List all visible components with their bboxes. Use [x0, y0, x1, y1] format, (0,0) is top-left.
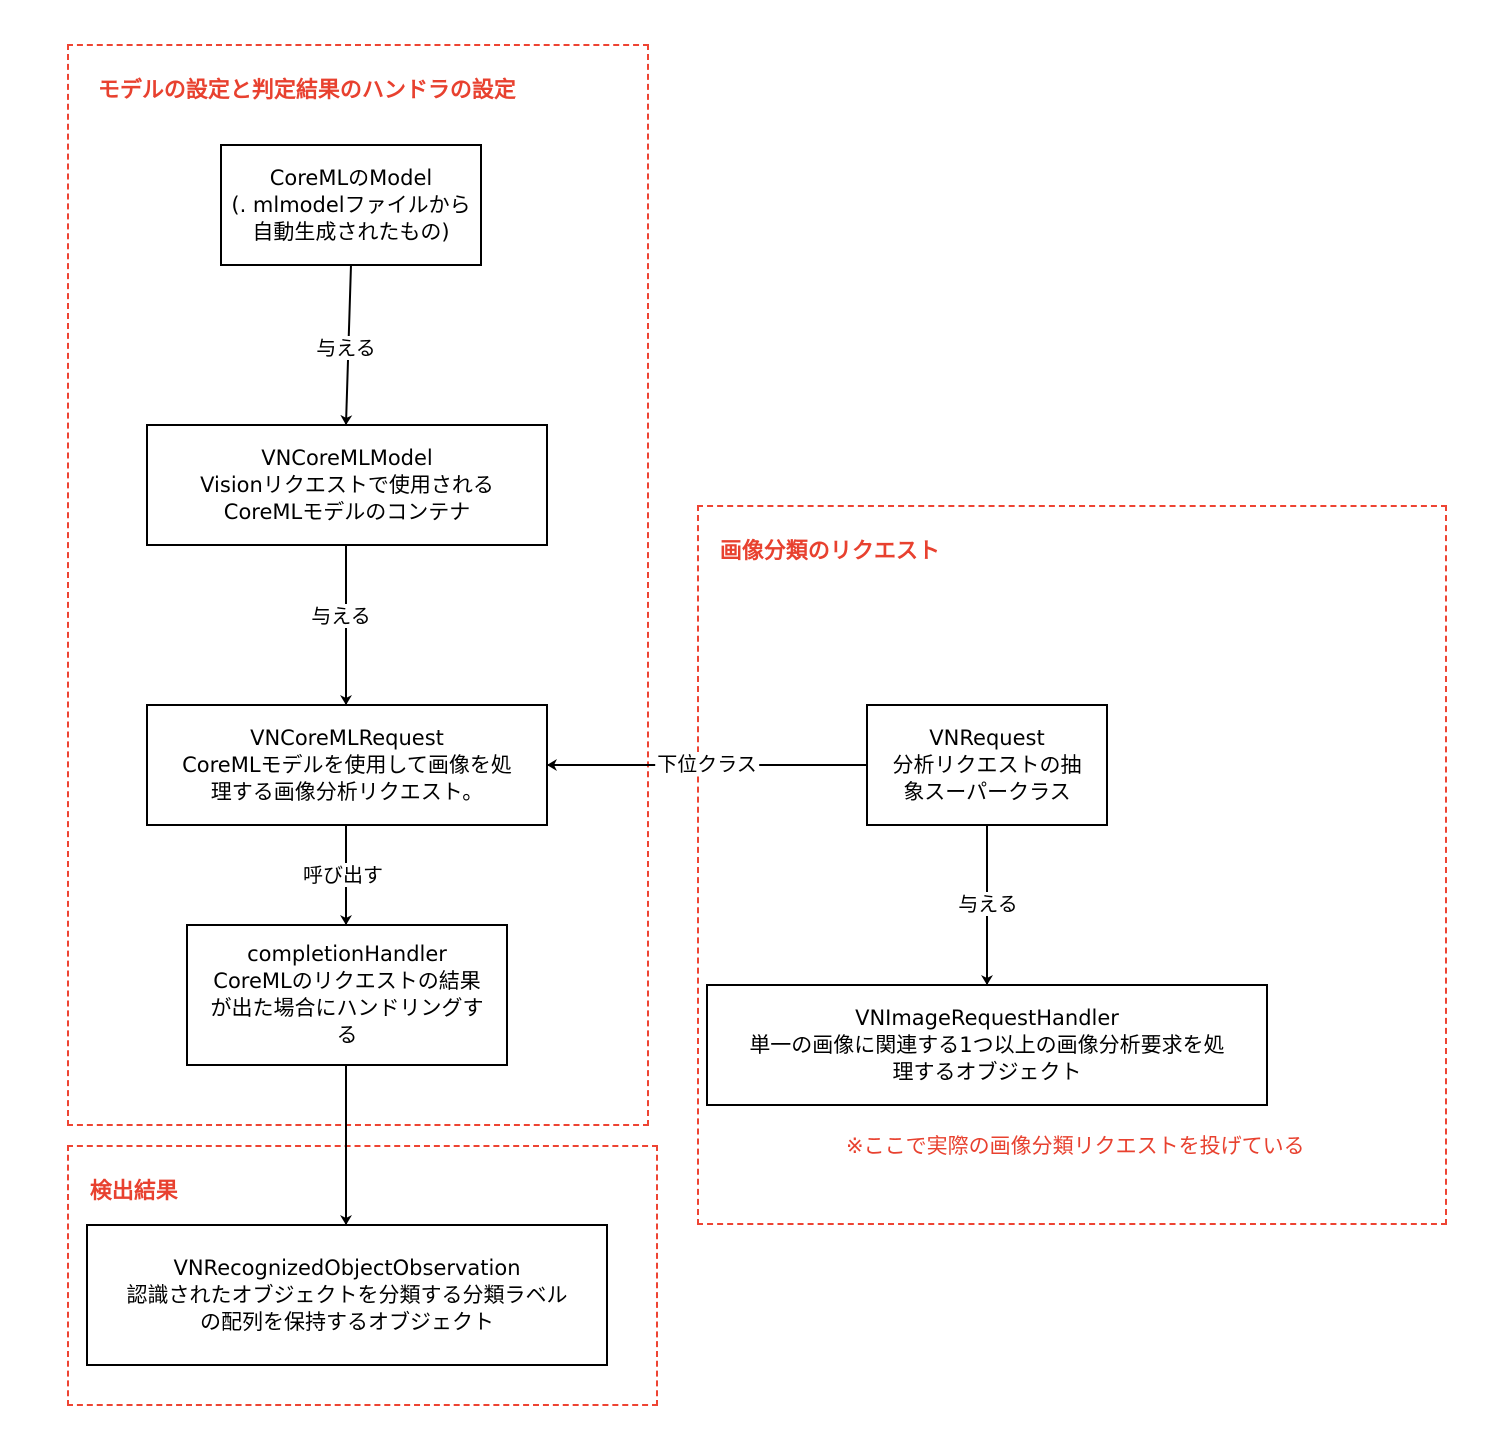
node-coreml-model-line-2: (. mlmodelファイルから: [231, 192, 471, 217]
node-coreml-model-line-3: 自動生成されたもの): [252, 219, 450, 244]
node-vn-image-request-handler-line-3: 理するオブジェクト: [892, 1059, 1082, 1084]
node-vn-coreml-model-line-1: VNCoreMLModel: [261, 445, 433, 470]
node-vn-coreml-model: VNCoreMLModel Visionリクエストで使用される CoreMLモデ…: [146, 424, 548, 546]
group-detection-result-title: 検出結果: [90, 1179, 179, 1204]
node-vn-image-request-handler-line-1: VNImageRequestHandler: [855, 1005, 1119, 1030]
edge-label-vnrequest-to-request: 下位クラス: [655, 752, 759, 776]
node-vn-request: VNRequest 分析リクエストの抽 象スーパークラス: [866, 704, 1108, 826]
edge-label-request-to-handler: 呼び出す: [301, 863, 385, 887]
node-vn-coreml-request-line-1: VNCoreMLRequest: [250, 725, 444, 750]
node-vn-image-request-handler: VNImageRequestHandler 単一の画像に関連する1つ以上の画像分…: [706, 984, 1268, 1106]
node-coreml-model: CoreMLのModel (. mlmodelファイルから 自動生成されたもの): [220, 144, 482, 266]
group-classification-request-title: 画像分類のリクエスト: [720, 539, 941, 564]
group-detection-result: [67, 1145, 658, 1406]
node-vn-coreml-request-line-2: CoreMLモデルを使用して画像を処: [182, 752, 512, 777]
node-completion-handler-line-2: CoreMLのリクエストの結果: [213, 969, 481, 993]
node-vn-recognized-object-observation-line-2: 認識されたオブジェクトを分類する分類ラベル: [126, 1282, 568, 1307]
node-coreml-model-line-1: CoreMLのModel: [269, 165, 433, 190]
group-model-setup-title: モデルの設定と判定結果のハンドラの設定: [98, 78, 517, 103]
node-vn-request-line-1: VNRequest: [929, 725, 1045, 750]
node-completion-handler-line-3: が出た場合にハンドリングす: [210, 996, 484, 1020]
node-completion-handler-line-1: completionHandler: [247, 942, 447, 966]
node-vn-image-request-handler-line-2: 単一の画像に関連する1つ以上の画像分析要求を処: [749, 1032, 1225, 1057]
node-vn-coreml-model-line-3: CoreMLモデルのコンテナ: [223, 499, 471, 524]
node-vn-coreml-model-line-2: Visionリクエストで使用される: [200, 472, 494, 497]
edge-label-vnmodel-to-request: 与える: [309, 604, 373, 628]
classification-note: ※ここで実際の画像分類リクエストを投げている: [846, 1134, 1305, 1158]
node-vn-recognized-object-observation-line-1: VNRecognizedObjectObservation: [173, 1255, 521, 1280]
group-classification-request: [697, 505, 1447, 1225]
node-vn-request-line-2: 分析リクエストの抽: [892, 752, 1082, 777]
node-vn-request-line-3: 象スーパークラス: [903, 779, 1071, 804]
node-vn-recognized-object-observation: VNRecognizedObjectObservation 認識されたオブジェク…: [86, 1224, 608, 1366]
node-vn-coreml-request-line-3: 理する画像分析リクエスト。: [210, 779, 484, 804]
node-vn-coreml-request: VNCoreMLRequest CoreMLモデルを使用して画像を処 理する画像…: [146, 704, 548, 826]
node-completion-handler-line-4: る: [336, 1023, 358, 1047]
group-model-setup: [67, 44, 649, 1126]
node-completion-handler: completionHandler CoreMLのリクエストの結果 が出た場合に…: [186, 924, 508, 1066]
node-vn-recognized-object-observation-line-3: の配列を保持するオブジェクト: [200, 1309, 494, 1334]
edge-label-vnrequest-to-image-handler: 与える: [956, 892, 1020, 916]
edge-label-model-to-vnmodel: 与える: [314, 336, 378, 360]
